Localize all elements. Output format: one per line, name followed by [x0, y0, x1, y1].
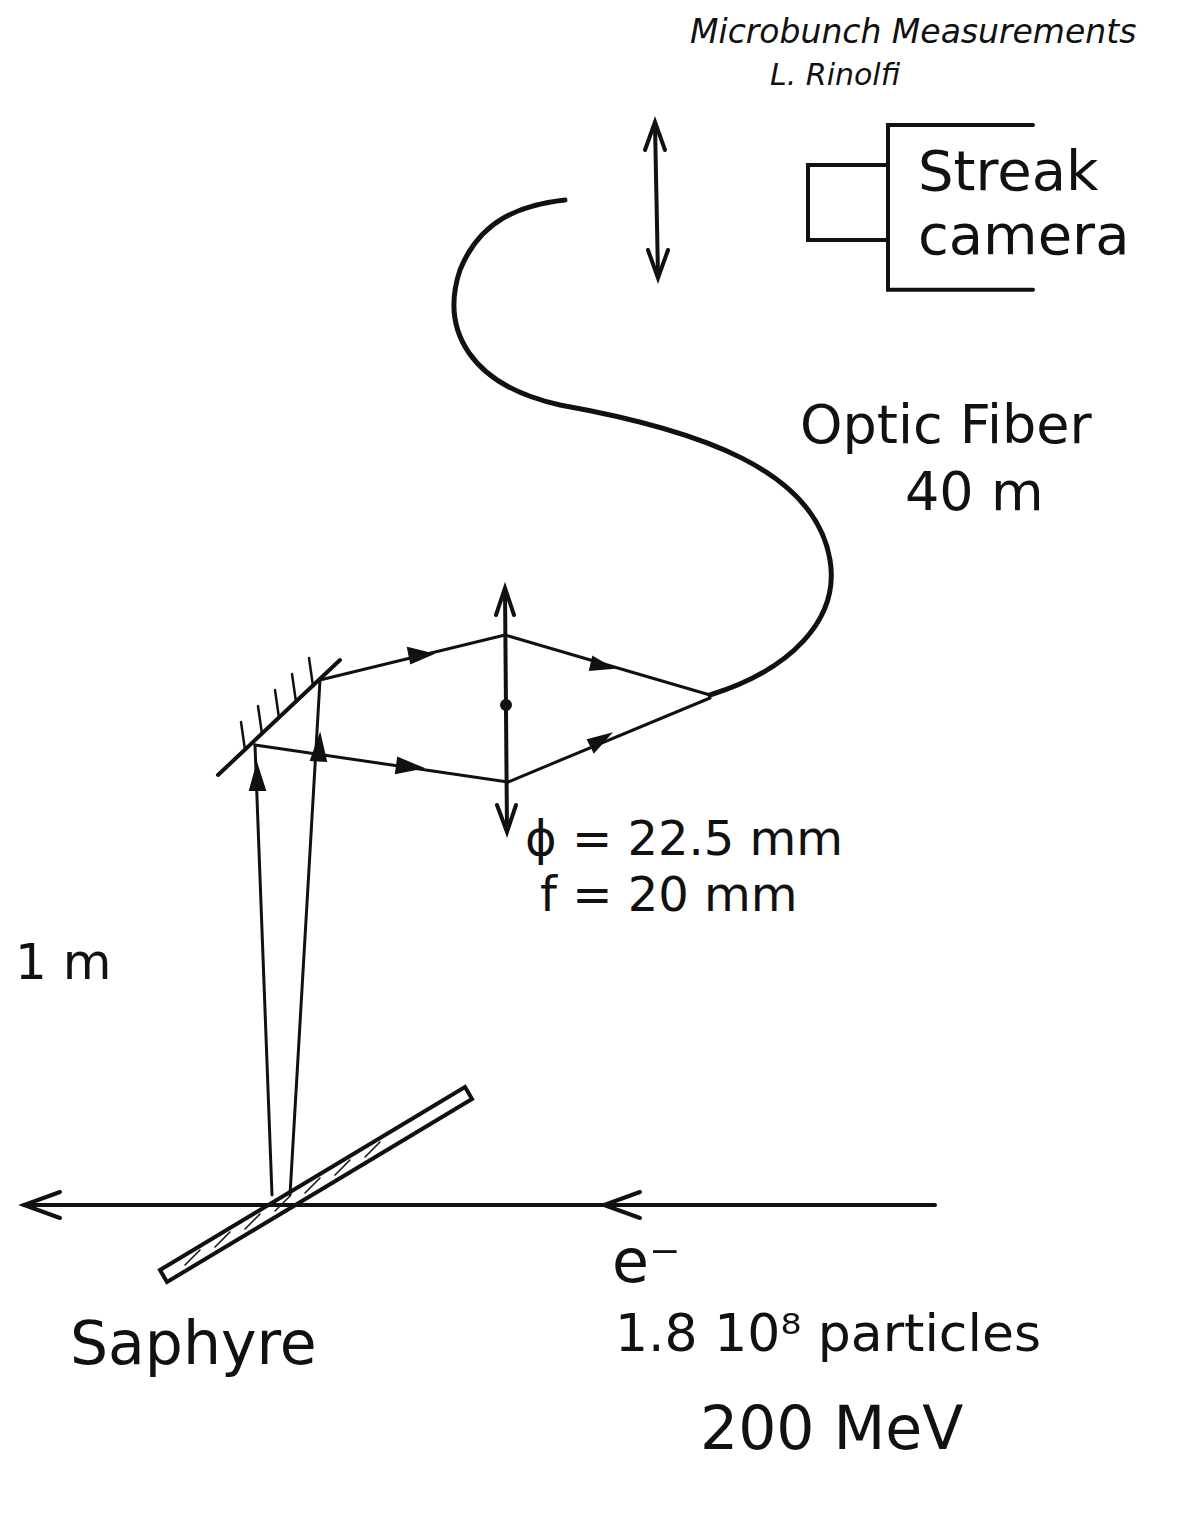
ray-arrowhead — [396, 758, 422, 773]
ray-arrowhead — [311, 735, 326, 761]
title: Microbunch Measurements — [690, 14, 1136, 50]
light-ray — [255, 745, 508, 782]
ray-arrowhead — [590, 657, 612, 670]
annotation-label: Optic Fiber — [800, 395, 1092, 454]
annotation-label: e⁻ — [612, 1228, 681, 1294]
optic-fiber — [454, 200, 831, 695]
double-arrow — [645, 122, 668, 278]
ray-arrowhead — [588, 734, 610, 752]
annotation-label: ϕ = 22.5 mm — [525, 812, 843, 865]
sapphire-plate — [160, 1087, 472, 1282]
annotation-label: Saphyre — [70, 1310, 317, 1376]
lens — [496, 588, 516, 832]
ray-arrowhead — [408, 648, 432, 663]
annotation-label: 40 m — [905, 462, 1043, 521]
annotation-label: 200 MeV — [700, 1395, 963, 1461]
ray-arrowhead — [250, 765, 265, 790]
camera-box: Streak camera — [888, 125, 1178, 290]
beam-arrowhead — [24, 1192, 60, 1218]
beam-arrowhead — [604, 1192, 640, 1218]
light-ray — [508, 698, 710, 782]
mirror — [218, 658, 340, 775]
light-ray — [505, 635, 710, 695]
light-ray — [320, 635, 505, 680]
beam-line — [24, 1203, 935, 1207]
annotation-label: 1.8 10⁸ particles — [615, 1305, 1041, 1362]
camera-lens-box — [808, 165, 888, 240]
annotation-label: L. Rinolfi — [770, 58, 900, 91]
camera-label: Streak camera — [888, 125, 1178, 290]
light-ray — [255, 745, 272, 1195]
annotation-label: f = 20 mm — [540, 868, 797, 921]
annotation-label: 1 m — [15, 935, 111, 990]
